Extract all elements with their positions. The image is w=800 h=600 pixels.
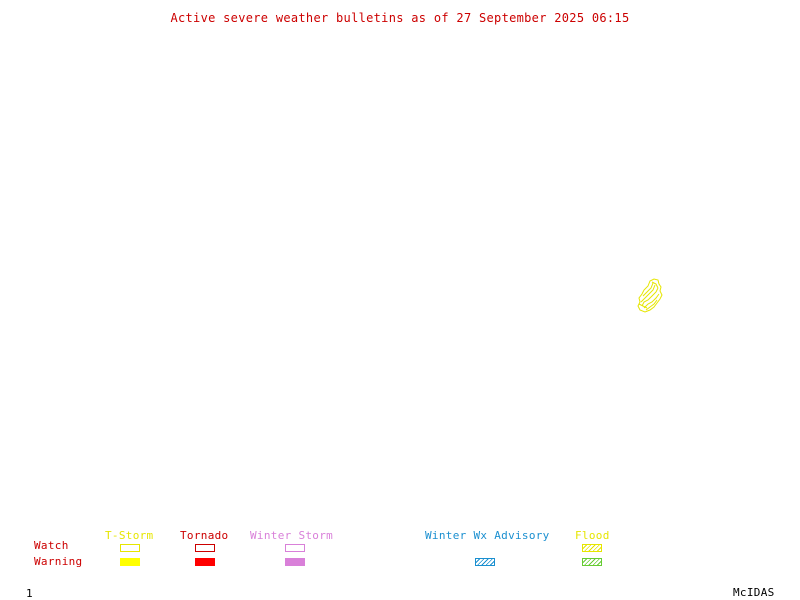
- legend-winter-storm-warning-box: [285, 558, 305, 566]
- legend-tstorm-watch-box: [120, 544, 140, 552]
- legend-tstorm-label: T-Storm: [105, 529, 154, 542]
- legend-tornado-warning-box: [195, 558, 215, 566]
- legend-warning-label: Warning: [34, 555, 83, 568]
- legend-winter-wx-advisory-box: [475, 558, 495, 566]
- page-number: 1: [26, 587, 33, 600]
- legend-tornado-label: Tornado: [180, 529, 229, 542]
- legend-flood-warning-box: [582, 558, 602, 566]
- legend-winter-storm-watch-box: [285, 544, 305, 552]
- legend-flood-watch-box: [582, 544, 602, 552]
- legend-tstorm-warning-box: [120, 558, 140, 566]
- legend-winter-storm-label: Winter Storm: [250, 529, 334, 542]
- legend-watch-label: Watch: [34, 539, 69, 552]
- legend-tornado-watch-box: [195, 544, 215, 552]
- map-area: [0, 30, 800, 520]
- mcidas-brand: McIDAS: [733, 586, 775, 599]
- bulletin-title: Active severe weather bulletins as of 27…: [170, 11, 630, 25]
- legend-flood-label: Flood: [575, 529, 610, 542]
- thunderstorm-area-outline: [637, 278, 663, 313]
- legend-winter-wx-advisory-label: Winter Wx Advisory: [425, 529, 550, 542]
